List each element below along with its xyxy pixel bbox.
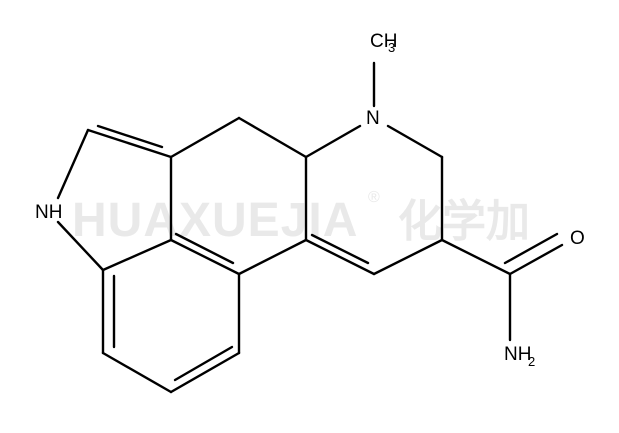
atom-labels: CH 3 N NH O NH 2 bbox=[35, 31, 585, 369]
bond-c10-c11 bbox=[237, 238, 308, 276]
bond-c4-c3 bbox=[169, 116, 241, 159]
bond-c8-carbonyl bbox=[440, 238, 512, 276]
bond-c9-c10-inner bbox=[310, 233, 370, 265]
bond-c3-c2-inner bbox=[96, 124, 164, 149]
bond-c-o bbox=[508, 243, 564, 276]
bond-c12-c12b bbox=[169, 351, 241, 394]
amide-subscript: 2 bbox=[528, 354, 535, 369]
amide-n-label: NH bbox=[504, 344, 531, 365]
bond-c5-c4 bbox=[237, 116, 308, 159]
methyl-label: CH bbox=[370, 31, 397, 52]
bond-nh-c14 bbox=[56, 220, 105, 272]
watermark-latin: HUAXUEJIA bbox=[72, 194, 358, 247]
bond-c12-c12b-inner bbox=[173, 345, 234, 382]
bond-n-c7 bbox=[386, 124, 444, 159]
bond-c13-c12 bbox=[101, 351, 173, 394]
indole-nh-label: NH bbox=[35, 202, 62, 223]
amine-n-label: N bbox=[366, 108, 380, 129]
carbonyl-o-label: O bbox=[570, 228, 585, 249]
bond-c3-c2 bbox=[86, 128, 173, 159]
bond-c9-c10 bbox=[304, 238, 376, 276]
watermark-chinese: 化学加 bbox=[398, 196, 530, 247]
bond-c5-n bbox=[304, 124, 362, 159]
bond-c-o-inner bbox=[503, 232, 559, 265]
bond-c11-c16-inner bbox=[174, 232, 235, 265]
bond-c2-nh bbox=[56, 128, 90, 200]
bonds bbox=[56, 61, 564, 394]
watermark: HUAXUEJIA ® 化学加 bbox=[72, 189, 530, 247]
bond-c14-c16 bbox=[101, 238, 173, 272]
bond-c11-c16 bbox=[169, 238, 241, 276]
watermark-registered-mark: ® bbox=[368, 189, 380, 206]
methyl-subscript: 3 bbox=[388, 40, 395, 55]
bond-c8-c9 bbox=[372, 238, 444, 276]
